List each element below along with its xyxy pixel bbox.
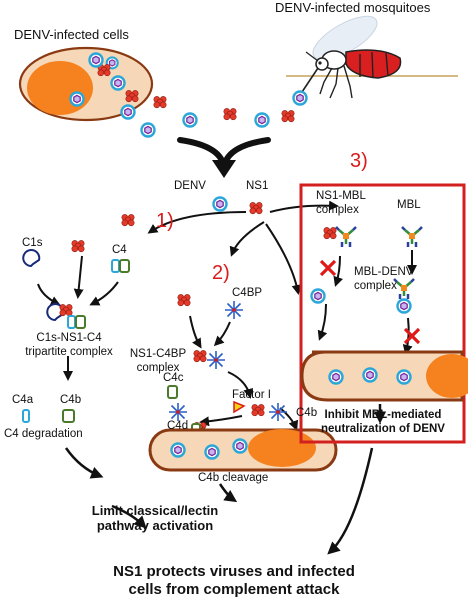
mosquito [286,15,458,99]
infected-cell-middle [148,428,338,472]
label-tripartite-line2: tripartite complex [25,346,113,358]
label-inhibit-line1: Inhibit MBL-mediated [324,409,442,421]
label-c4-degradation: C4 degradation [4,428,83,440]
released-particles [120,90,308,138]
label-c4: C4 [112,244,127,256]
branch-arrows [147,200,339,295]
label-mbl-denv-line2: complex [354,280,397,292]
mbl-protein [400,225,424,249]
label-c4a: C4a [12,394,34,406]
ns1-hexamer [249,202,263,215]
label-denv-infected-cells: DENV-infected cells [14,27,129,42]
label-conclusion-line1: NS1 protects viruses and infected [113,563,355,580]
label-inhibit-line2: neutralization of DENV [321,423,445,435]
label-denv-infected-mosquitoes: DENV-infected mosquitoes [275,0,431,15]
label-c4c: C4c [163,372,184,384]
ns1-c4bp-complex [193,350,226,370]
label-c4bp: C4BP [232,287,263,299]
label-tripartite-line1: C1s-NS1-C4 [36,332,102,344]
label-mbl-denv-line1: MBL-DENV [354,266,414,278]
c4b-shape-left [62,409,75,423]
infected-cell-box [300,350,468,402]
c4c-shape [167,385,178,399]
tripartite-complex [46,303,86,329]
label-limit-line2: pathway activation [96,518,214,533]
red-box-mbl [299,183,466,444]
label-ns1: NS1 [246,180,269,192]
step-number-3: 3) [350,150,368,172]
ns1-in-mbl-complex [323,227,337,240]
c4a-shape [22,409,30,423]
label-c1s: C1s [22,237,43,249]
label-c4b-cleavage: C4b cleavage [198,472,269,484]
label-c4b-left: C4b [60,394,82,406]
infected-cell-top [18,46,154,122]
c1s-shape [22,249,41,268]
label-c4b-right: C4b [296,407,318,419]
step-number-2: 2) [212,262,230,284]
factor-i-shape [233,400,246,414]
label-ns1-mbl-line1: NS1-MBL [316,190,366,202]
denv-virion [212,196,228,212]
label-factor-i: Factor I [232,389,271,401]
label-conclusion-line2: cells from complement attack [128,581,340,598]
label-limit-line1: Limit classical/lectin [91,503,219,518]
label-ns1-mbl-line2: complex [316,204,359,216]
label-c4d: C4d [167,420,189,432]
label-ns1-c4bp-line2: complex [136,362,180,374]
label-mbl: MBL [397,199,421,211]
c4-shape [111,259,130,273]
label-ns1-c4bp-line1: NS1-C4BP [129,348,187,360]
label-denv: DENV [174,180,206,192]
step-number-1: 1) [156,210,174,232]
converging-arrow [177,137,271,178]
